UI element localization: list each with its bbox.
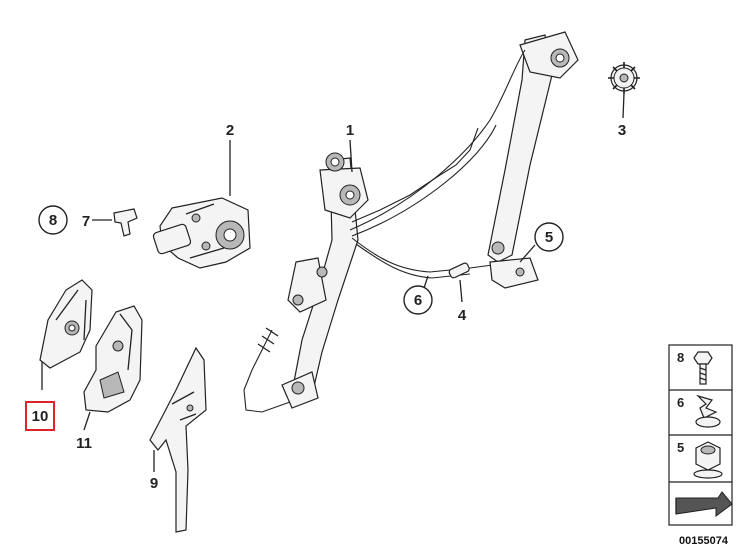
window-motor [152, 197, 251, 269]
hex-nut-icon [693, 441, 723, 479]
mirror-base-bracket [83, 305, 143, 413]
callout-8-circle: 8 [38, 205, 68, 235]
drive-gear [608, 62, 640, 94]
callout-6-circle: 6 [403, 285, 433, 315]
legend-label-6: 6 [677, 395, 684, 410]
callout-8: 8 [49, 212, 57, 229]
window-guide-channel [149, 346, 207, 533]
clip-nut-icon [695, 394, 721, 428]
hardware-legend: 8 6 5 [668, 344, 733, 526]
cable-sleeve [448, 262, 470, 279]
callout-4: 4 [458, 307, 467, 324]
retaining-clip [113, 208, 138, 237]
legend-label-5: 5 [677, 440, 684, 455]
callout-6: 6 [414, 292, 422, 309]
bolt-icon [693, 351, 713, 385]
callout-3: 3 [618, 122, 626, 139]
callout-1: 1 [346, 122, 354, 139]
callout-5: 5 [545, 229, 553, 246]
callout-10-highlight: 10 [25, 401, 55, 431]
callouts: 1 2 3 4 5 6 7 8 9 10 11 [25, 122, 626, 492]
diagram-code: 00155074 [679, 535, 729, 547]
arrow-icon [675, 491, 733, 517]
mirror-trim-cover [39, 279, 93, 369]
callout-7: 7 [82, 213, 90, 230]
legend-label-8: 8 [677, 350, 684, 365]
callout-10: 10 [32, 408, 49, 425]
callout-5-circle: 5 [534, 222, 564, 252]
callout-2: 2 [226, 122, 234, 139]
window-regulator [243, 31, 579, 413]
callout-9: 9 [150, 475, 158, 492]
callout-11: 11 [76, 435, 92, 452]
